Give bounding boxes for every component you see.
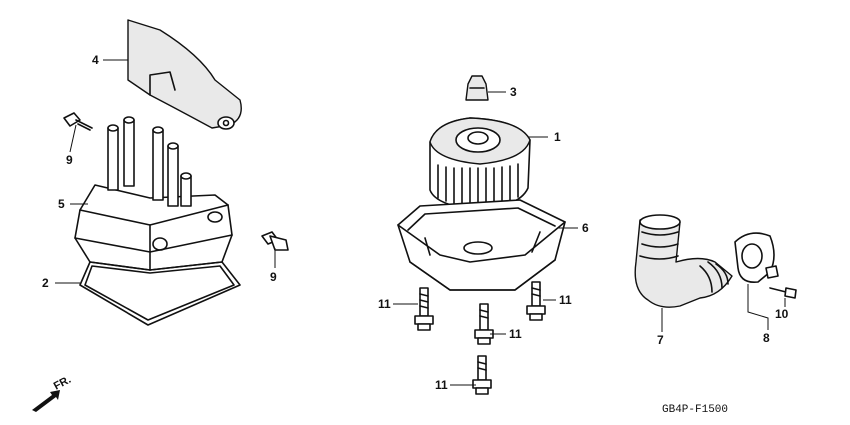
callout-4: 4	[92, 53, 99, 67]
callout-11-d: 11	[435, 378, 448, 392]
callout-labels: 4 3 1 9 5 6 2 9 11 11 11 11 7 10 8	[42, 53, 789, 392]
part-3-cap	[465, 75, 489, 101]
part-1-air-filter	[429, 117, 531, 211]
callout-2: 2	[42, 276, 49, 290]
callout-3: 3	[510, 85, 517, 99]
callout-11-a: 11	[378, 297, 391, 311]
part-2-gasket	[79, 261, 241, 326]
callout-9-right: 9	[270, 270, 277, 284]
callout-7: 7	[657, 333, 664, 347]
part-5-case	[74, 116, 233, 271]
part-9-bolt-right	[261, 231, 289, 251]
part-11-bolt-b	[526, 281, 546, 321]
callout-8: 8	[763, 331, 770, 345]
callout-1: 1	[554, 130, 561, 144]
callout-9-left: 9	[66, 153, 73, 167]
callout-11-b: 11	[559, 293, 572, 307]
part-11-bolt-d	[472, 355, 492, 395]
drawing-code: GB4P-F1500	[662, 404, 728, 416]
leader-lines	[55, 59, 786, 386]
callout-5: 5	[58, 197, 65, 211]
part-10-band	[734, 232, 779, 284]
part-4-cover-plate	[127, 19, 242, 130]
front-direction-arrow	[32, 390, 60, 412]
part-11-bolt-c	[474, 303, 494, 345]
part-11-bolt-a	[414, 287, 434, 331]
part-7-tube	[634, 214, 733, 308]
callout-11-c: 11	[509, 327, 522, 341]
callout-6: 6	[582, 221, 589, 235]
callout-10: 10	[775, 307, 789, 321]
part-10-screw	[769, 287, 797, 299]
part-6-housing	[397, 199, 566, 291]
part-9-bolt-left	[63, 112, 93, 131]
direction-label: FR.	[52, 374, 73, 393]
